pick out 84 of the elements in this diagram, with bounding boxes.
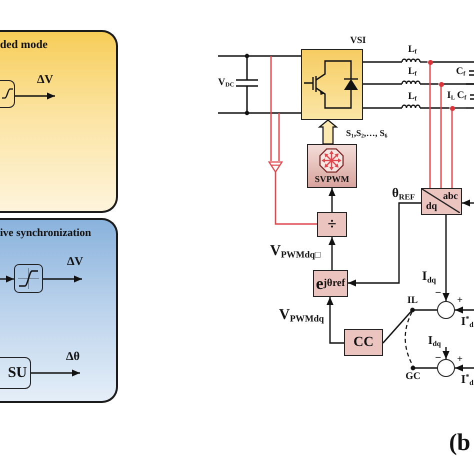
block-arrow	[318, 119, 338, 145]
junction-dot	[438, 82, 444, 86]
signal-label: V$_{PWMdq□}$	[270, 244, 321, 259]
panel	[0, 30, 118, 213]
transform-block	[421, 188, 462, 215]
capacitor-symbol	[466, 83, 474, 109]
wire	[218, 55, 247, 57]
divider-block: ÷	[317, 212, 347, 237]
signal-label: I$_{dq}$	[428, 334, 441, 346]
junction-dot	[450, 106, 454, 110]
block-title: VSI	[350, 37, 366, 46]
component-label: C$_{f}$	[456, 67, 466, 77]
sign-label: −	[435, 353, 442, 364]
wire	[454, 107, 466, 109]
sign-label: −	[435, 288, 442, 299]
signal-label: ΔV	[67, 255, 84, 267]
inductor-symbol	[402, 80, 420, 85]
signal-label: V$_{PWMdq}$	[279, 308, 324, 323]
component-label: C$_{f}$	[457, 91, 466, 101]
summing-junction	[437, 359, 455, 377]
dashed-line	[404, 312, 414, 366]
panel-title: ded mode	[0, 40, 48, 52]
control-block: SU	[0, 357, 31, 389]
signal-label: ΔV	[37, 73, 54, 85]
component-label: L$_{f}$	[408, 92, 417, 102]
block-label: dq	[426, 202, 438, 212]
switch-contact: IL	[405, 296, 420, 313]
sensor-triangle	[268, 161, 283, 173]
wire	[363, 107, 402, 109]
arrow	[455, 306, 474, 314]
component-label: I$_{L}$	[447, 91, 456, 101]
arrow	[442, 347, 450, 359]
block-title: SVPWM	[314, 175, 350, 184]
arrow	[43, 276, 82, 282]
wire	[432, 61, 466, 63]
arrow	[462, 200, 474, 206]
component-label: V$_{DC}$	[218, 78, 234, 88]
sensing-line	[278, 113, 280, 161]
wire	[363, 61, 402, 63]
arrow	[0, 276, 14, 282]
signal-label: I$_{dq}$	[422, 269, 436, 282]
arrow	[326, 297, 344, 344]
wire	[218, 112, 247, 114]
inductor-symbol	[402, 104, 420, 109]
sensing-line	[440, 86, 442, 188]
arrow	[328, 188, 336, 212]
signal-label: S$_{1}$,S$_{2}$,…, S$_{6}$	[346, 129, 388, 138]
wire	[444, 83, 466, 85]
wire	[420, 61, 428, 63]
wire	[363, 83, 402, 85]
arrow	[348, 202, 421, 286]
limiter-block	[0, 80, 15, 108]
sensing-line	[429, 64, 431, 188]
signal-label: θ$_{REF}$	[392, 186, 415, 199]
sensing-line	[270, 56, 272, 161]
arrow	[15, 92, 55, 100]
wire	[247, 112, 301, 114]
component-label: L$_{f}$	[408, 67, 417, 77]
block-label: abc	[443, 192, 458, 202]
sign-label: +	[457, 296, 463, 306]
panel-label: (b	[449, 431, 470, 455]
wire	[420, 107, 450, 109]
sign-label: +	[457, 355, 463, 365]
component-label: L$_{f}$	[408, 45, 417, 55]
sensing-line	[274, 172, 317, 225]
wire	[382, 310, 412, 344]
wire	[420, 83, 438, 85]
panel	[0, 218, 118, 403]
arrow	[442, 215, 450, 301]
wire	[247, 55, 301, 57]
sensing-line	[451, 110, 453, 188]
controller-block: CC	[344, 329, 383, 356]
arrow	[31, 370, 80, 376]
summing-junction	[437, 301, 455, 319]
arrow	[455, 364, 474, 372]
wire	[415, 367, 437, 369]
junction-dot	[428, 60, 432, 64]
capacitor-symbol	[236, 54, 258, 115]
inductor-symbol	[402, 58, 420, 63]
panel-title: ive synchronization	[0, 228, 92, 239]
modulator-block	[307, 144, 357, 188]
signal-label: Δθ	[66, 350, 80, 362]
wire	[414, 309, 437, 311]
arrow	[328, 237, 336, 270]
